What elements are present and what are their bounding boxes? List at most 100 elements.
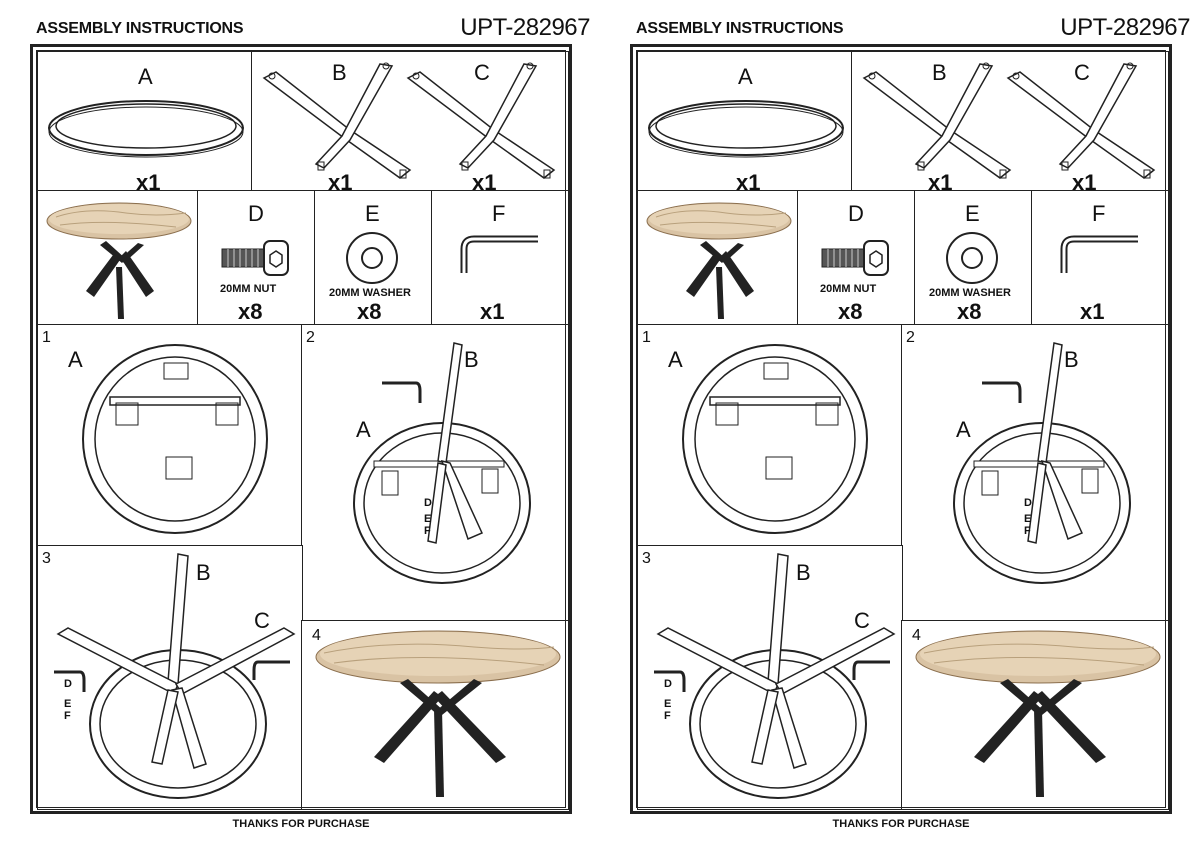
part-c-letter: C (1074, 60, 1090, 85)
step-2-label-e: E (1024, 513, 1032, 525)
sheet-frame: A x1 B C (30, 44, 572, 814)
step-4-cell: 4 (301, 620, 569, 810)
part-b-letter: B (332, 60, 347, 85)
step-3-part-b: B (196, 560, 211, 585)
part-bc-cell: B C x1 x (851, 51, 1169, 195)
part-a-cell: A x1 (37, 51, 253, 195)
step-3-label-f: F (664, 710, 671, 722)
part-b-qty: x1 (928, 170, 953, 195)
part-a-qty: x1 (736, 170, 761, 195)
footer-thanks: THANKS FOR PURCHASE (832, 818, 970, 830)
part-e-letter: E (365, 201, 380, 226)
part-e-cell: E 20MM WASHER x8 (314, 190, 433, 326)
part-f-qty: x1 (1080, 299, 1105, 324)
part-d-qty: x8 (838, 299, 863, 324)
part-f-letter: F (492, 201, 506, 226)
step-2-number: 2 (306, 329, 315, 346)
part-d-label: 20MM NUT (220, 283, 277, 295)
allen-key-icon (460, 235, 538, 273)
part-f-qty: x1 (480, 299, 505, 324)
step-2-label-f: F (424, 525, 431, 537)
allen-key-icon (1060, 235, 1138, 273)
part-d-label: 20MM NUT (820, 283, 877, 295)
step-3-label-f: F (64, 710, 71, 722)
step-2-leg-attach-icon (353, 342, 531, 584)
step-3-part-c: C (254, 608, 270, 633)
step-1-cell: 1 A (637, 324, 903, 547)
tabletop-underside-icon (682, 344, 868, 534)
part-d-letter: D (248, 201, 264, 226)
step-4-number: 4 (912, 627, 921, 644)
part-c-letter: C (474, 60, 490, 85)
instruction-sheet: ASSEMBLY INSTRUCTIONS UPT-282967 A x1 B … (630, 0, 1190, 849)
step-3-cell: 3 B C D E F (37, 545, 303, 810)
bolt-icon (221, 240, 289, 276)
instruction-sheet: ASSEMBLY INSTRUCTIONS UPT-282967 A x1 B … (30, 0, 590, 849)
part-b-letter: B (932, 60, 947, 85)
sheet-header: ASSEMBLY INSTRUCTIONS (636, 20, 844, 37)
step-2-cell: 2 A B D E F (901, 324, 1169, 622)
sheet-frame: A x1 B C (630, 44, 1172, 814)
table-photo-icon (46, 202, 192, 319)
step-3-part-c: C (854, 608, 870, 633)
step-1-number: 1 (642, 329, 651, 346)
part-f-letter: F (1092, 201, 1106, 226)
step-2-part-b: B (1064, 347, 1079, 372)
footer-thanks: THANKS FOR PURCHASE (232, 818, 370, 830)
step-2-leg-attach-icon (953, 342, 1131, 584)
step-3-number: 3 (42, 550, 51, 567)
part-d-cell: D 20MM NUT x8 (197, 190, 316, 326)
part-e-cell: E 20MM WASHER x8 (914, 190, 1033, 326)
step-2-label-d: D (1024, 497, 1032, 509)
part-f-cell: F x1 (431, 190, 569, 326)
table-photo-cell (37, 190, 199, 326)
leg-frame-c-icon (406, 62, 556, 179)
part-a-letter: A (738, 64, 753, 89)
step-2-label-e: E (424, 513, 432, 525)
step-2-label-f: F (1024, 525, 1031, 537)
step-3-part-b: B (796, 560, 811, 585)
part-a-cell: A x1 (637, 51, 853, 195)
step-2-number: 2 (906, 329, 915, 346)
step-3-label-e: E (64, 698, 72, 710)
step-3-label-e: E (664, 698, 672, 710)
part-bc-cell: B C x1 x (251, 51, 569, 195)
step-3-second-leg-icon (654, 553, 896, 799)
part-e-qty: x8 (357, 299, 382, 324)
part-c-qty: x1 (1072, 170, 1097, 195)
tabletop-outline-icon (48, 100, 244, 158)
step-3-label-d: D (664, 678, 672, 690)
part-d-letter: D (848, 201, 864, 226)
table-photo-cell (637, 190, 799, 326)
step-2-part-a: A (356, 417, 371, 442)
part-f-cell: F x1 (1031, 190, 1169, 326)
step-4-number: 4 (312, 627, 321, 644)
step-2-label-d: D (424, 497, 432, 509)
finished-table-icon (915, 630, 1161, 797)
part-a-letter: A (138, 64, 153, 89)
step-2-part-b: B (464, 347, 479, 372)
part-e-qty: x8 (957, 299, 982, 324)
part-d-cell: D 20MM NUT x8 (797, 190, 916, 326)
step-3-second-leg-icon (54, 553, 296, 799)
leg-frame-b-icon (262, 62, 412, 179)
part-e-label: 20MM WASHER (929, 287, 1011, 299)
part-b-qty: x1 (328, 170, 353, 195)
step-1-cell: 1 A (37, 324, 303, 547)
washer-icon (346, 232, 398, 284)
product-code: UPT-282967 (460, 14, 590, 41)
washer-icon (946, 232, 998, 284)
part-a-qty: x1 (136, 170, 161, 195)
finished-table-icon (315, 630, 561, 797)
step-1-number: 1 (42, 329, 51, 346)
bolt-icon (821, 240, 889, 276)
part-c-qty: x1 (472, 170, 497, 195)
leg-frame-c-icon (1006, 62, 1156, 179)
leg-frame-b-icon (862, 62, 1012, 179)
step-4-cell: 4 (901, 620, 1169, 810)
step-1-part-a: A (68, 347, 83, 372)
part-d-qty: x8 (238, 299, 263, 324)
step-2-cell: 2 A B D E F (301, 324, 569, 622)
part-e-letter: E (965, 201, 980, 226)
step-1-part-a: A (668, 347, 683, 372)
